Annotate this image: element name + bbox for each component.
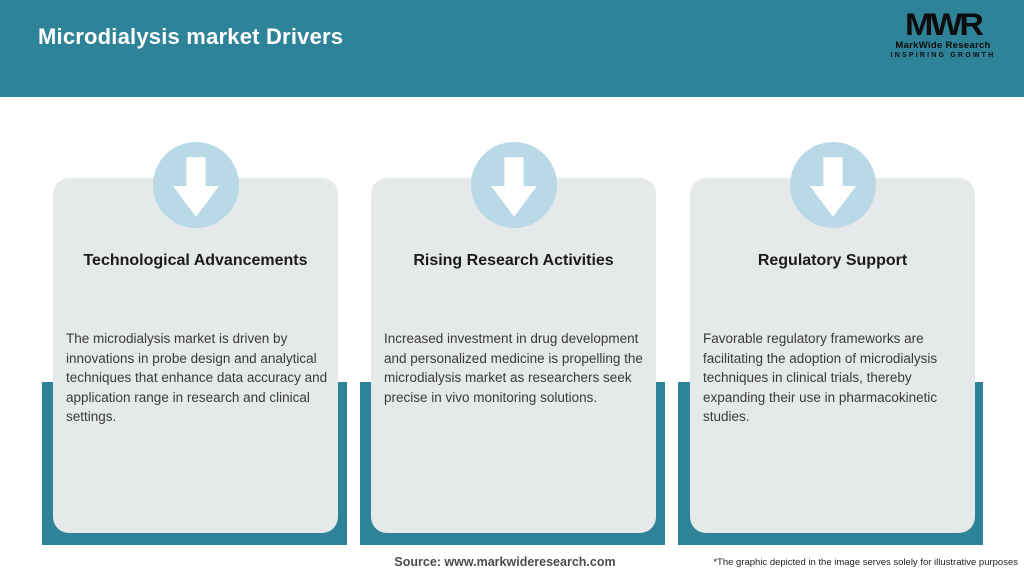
card-title: Rising Research Activities: [413, 252, 614, 269]
card-body: Favorable regulatory frameworks are faci…: [703, 331, 938, 424]
page-title: Microdialysis market Drivers: [38, 24, 344, 49]
driver-card-regulatory-support: Regulatory Support Favorable regulatory …: [690, 178, 975, 533]
source-text: Source: www.markwideresearch.com: [394, 555, 616, 569]
down-arrow-icon: [471, 142, 557, 228]
down-arrow-icon: [153, 142, 239, 228]
logo-name: MarkWide Research: [895, 40, 991, 51]
header-bar: Microdialysis market Drivers MWR MarkWid…: [0, 0, 1024, 97]
down-arrow-icon: [790, 142, 876, 228]
card-body: Increased investment in drug development…: [384, 331, 643, 405]
card-title: Regulatory Support: [757, 252, 908, 269]
logo-acronym: MWR: [905, 7, 984, 43]
driver-card-rising-research-activities: Rising Research Activities Increased inv…: [371, 178, 656, 533]
card-title: Technological Advancements: [83, 252, 308, 269]
driver-card-technological-advancements: Technological Advancements The microdial…: [53, 178, 338, 533]
card-body: The microdialysis market is driven by in…: [66, 331, 328, 424]
logo-tagline: INSPIRING GROWTH: [890, 52, 996, 59]
disclaimer-text: *The graphic depicted in the image serve…: [713, 557, 1018, 568]
markwide-logo: MWR MarkWide Research INSPIRING GROWTH: [878, 8, 1008, 59]
